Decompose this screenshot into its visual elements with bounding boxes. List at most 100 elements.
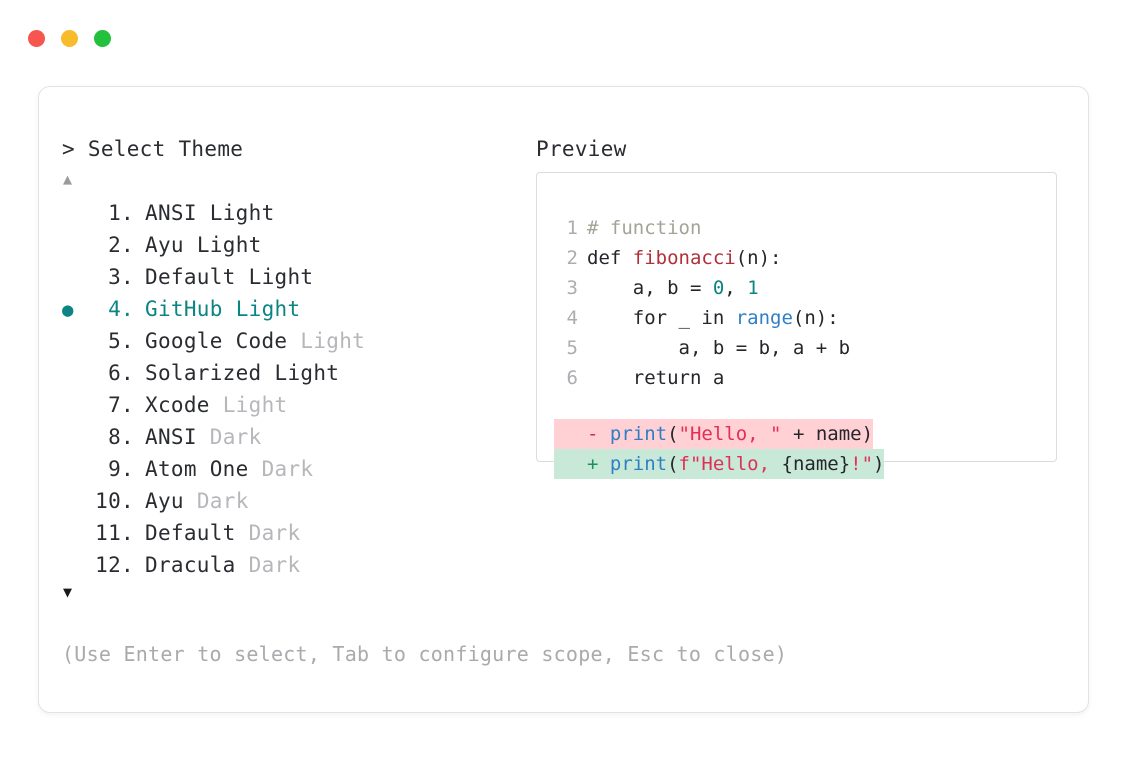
theme-item-variant: Light	[196, 233, 262, 257]
code-line-number: 1	[566, 217, 578, 239]
code-token: range	[735, 307, 793, 329]
code-token: ,	[724, 277, 748, 299]
theme-item-name: Solarized	[145, 361, 262, 385]
code-line: 6 return a	[554, 363, 1052, 393]
code-blank-line	[554, 393, 1052, 419]
theme-list-item[interactable]: 7. Xcode Light	[62, 389, 512, 421]
theme-item-number: 3.	[108, 265, 134, 289]
code-line-number: 3	[566, 277, 578, 299]
theme-item-name: Ayu	[145, 233, 184, 257]
code-token: print	[609, 423, 668, 445]
window-traffic-lights	[28, 30, 111, 47]
theme-list-item[interactable]: 12. Dracula Dark	[62, 549, 512, 581]
code-token: (	[667, 423, 679, 445]
theme-item-variant: Dark	[196, 489, 249, 513]
theme-item-name: ANSI	[145, 425, 197, 449]
theme-item-variant: Light	[235, 297, 301, 321]
code-token: !"	[850, 453, 874, 475]
code-line-number: 2	[566, 247, 578, 269]
theme-picker-card: > Select Theme Preview ▲ 1. ANSI Light 2. Ay…	[38, 86, 1089, 713]
code-token: def	[587, 247, 633, 269]
code-line: 2 def fibonacci(n):	[554, 243, 1052, 273]
diff-highlight: + print(f"Hello, {name}!")	[554, 449, 885, 479]
code-token: "Hello, "	[678, 423, 782, 445]
code-token: a, b = b, a + b	[587, 337, 851, 359]
theme-item-name: Dracula	[145, 553, 236, 577]
code-line-number: 6	[566, 367, 578, 389]
code-line: 4 for _ in range(n):	[554, 303, 1052, 333]
code-line: 3 a, b = 0, 1	[554, 273, 1052, 303]
diff-highlight: - print("Hello, " + name)	[554, 419, 874, 449]
select-theme-prompt: > Select Theme	[62, 137, 244, 161]
theme-item-variant: Light	[274, 361, 340, 385]
code-token: for _ in	[587, 307, 736, 329]
theme-item-number: 1.	[108, 201, 134, 225]
theme-item-variant: Dark	[209, 425, 262, 449]
theme-item-number: 8.	[108, 425, 134, 449]
code-token: print	[609, 453, 668, 475]
theme-item-name: Default	[145, 521, 236, 545]
theme-item-variant: Dark	[248, 521, 301, 545]
code-token: fibonacci	[632, 247, 736, 269]
theme-item-name: Google Code	[145, 329, 288, 353]
theme-item-name: ANSI	[145, 201, 197, 225]
theme-list-item[interactable]: 10. Ayu Dark	[62, 485, 512, 517]
theme-list-item[interactable]: 2. Ayu Light	[62, 229, 512, 261]
code-token: (n):	[792, 307, 839, 329]
code-token: {name}	[781, 453, 851, 475]
theme-list-item[interactable]: 5. Google Code Light	[62, 325, 512, 357]
theme-item-name: Ayu	[145, 489, 184, 513]
theme-list-item[interactable]: 11. Default Dark	[62, 517, 512, 549]
theme-item-variant: Light	[248, 265, 314, 289]
code-token: )	[873, 453, 885, 475]
theme-item-variant: Light	[300, 329, 366, 353]
minimize-dot[interactable]	[61, 30, 78, 47]
code-line-number: 5	[566, 337, 578, 359]
theme-item-number: 7.	[108, 393, 134, 417]
theme-list-item[interactable]: ● 4. GitHub Light	[62, 293, 512, 325]
theme-item-variant: Light	[209, 201, 275, 225]
code-token: (	[667, 453, 679, 475]
code-token: f"Hello,	[678, 453, 782, 475]
theme-item-name: Xcode	[145, 393, 210, 417]
diff-marker: +	[587, 453, 610, 475]
theme-item-number: 11.	[95, 521, 134, 545]
theme-item-number: 5.	[108, 329, 134, 353]
scroll-up-arrow-icon[interactable]: ▲	[63, 170, 73, 188]
theme-item-number: 10.	[95, 489, 134, 513]
theme-list-item[interactable]: 8. ANSI Dark	[62, 421, 512, 453]
code-token: 1	[747, 277, 759, 299]
maximize-dot[interactable]	[94, 30, 111, 47]
preview-label: Preview	[536, 137, 627, 161]
theme-item-number: 12.	[95, 553, 134, 577]
theme-item-number: 2.	[108, 233, 134, 257]
code-line: 5 a, b = b, a + b	[554, 333, 1052, 363]
scroll-down-arrow-icon[interactable]: ▼	[63, 583, 73, 601]
diff-marker: -	[587, 423, 610, 445]
selected-bullet-icon: ●	[62, 299, 74, 321]
diff-line-del: 1- print("Hello, " + name)	[554, 419, 1052, 449]
code-token: a, b =	[587, 277, 713, 299]
theme-list-item[interactable]: 1. ANSI Light	[62, 197, 512, 229]
theme-item-variant: Dark	[248, 553, 301, 577]
code-token: # function	[587, 217, 702, 239]
theme-item-variant: Light	[222, 393, 288, 417]
code-token: + name)	[781, 423, 874, 445]
code-token: return a	[587, 367, 725, 389]
theme-item-name: GitHub	[145, 297, 223, 321]
code-token: 0	[712, 277, 725, 299]
theme-item-number: 9.	[108, 457, 134, 481]
theme-item-number: 4.	[108, 297, 134, 321]
code-line-number: 4	[566, 307, 578, 329]
code-token: (n):	[735, 247, 782, 269]
keyboard-hint: (Use Enter to select, Tab to configure s…	[62, 642, 788, 666]
close-dot[interactable]	[28, 30, 45, 47]
code-line: 1 # function	[554, 213, 1052, 243]
